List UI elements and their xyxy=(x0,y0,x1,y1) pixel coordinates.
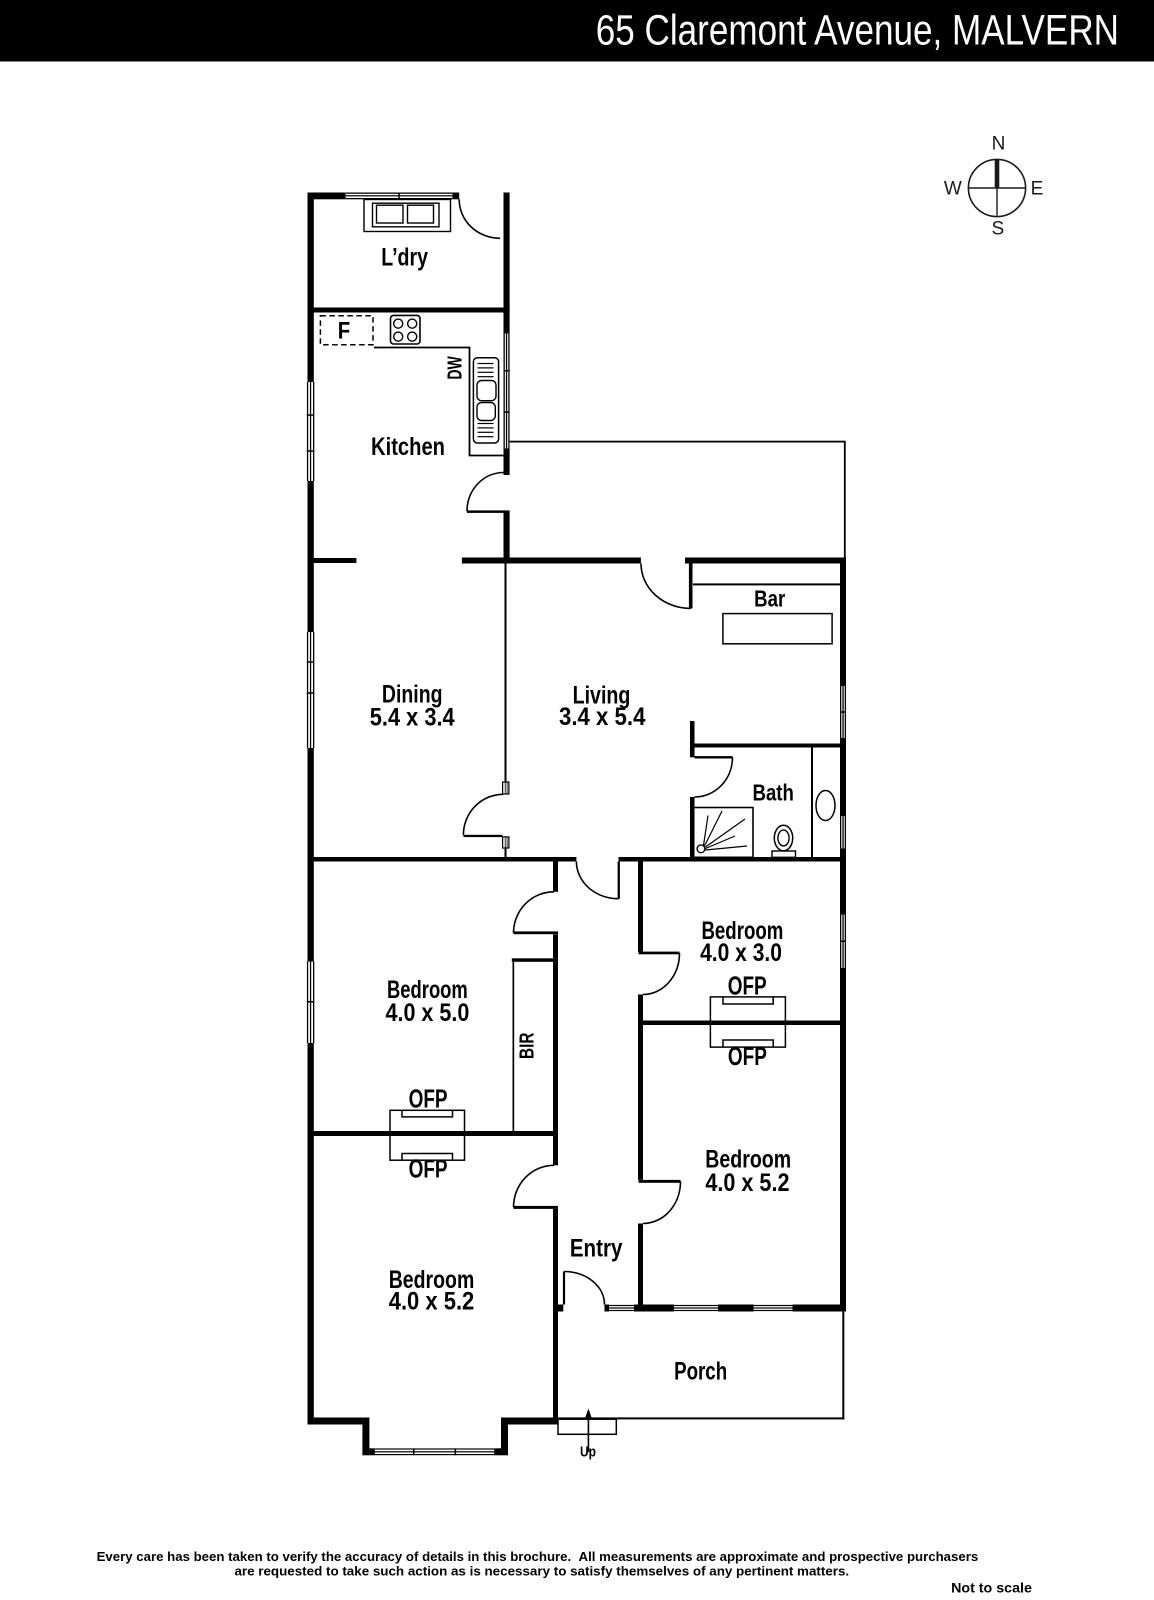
svg-text:4.0 x 5.0: 4.0 x 5.0 xyxy=(385,999,469,1027)
svg-text:4.0 x 5.2: 4.0 x 5.2 xyxy=(705,1168,789,1196)
svg-text:are requested to take such act: are requested to take such action as is … xyxy=(234,1564,849,1579)
svg-text:65 Claremont Avenue, MALVERN: 65 Claremont Avenue, MALVERN xyxy=(596,6,1119,54)
svg-text:N: N xyxy=(992,134,1006,155)
svg-text:4.0 x 3.0: 4.0 x 3.0 xyxy=(700,938,782,966)
svg-text:Bedroom: Bedroom xyxy=(387,975,468,1003)
svg-text:OFP: OFP xyxy=(728,971,767,1001)
svg-text:Bedroom: Bedroom xyxy=(705,1145,791,1173)
svg-text:Bedroom: Bedroom xyxy=(701,916,783,944)
svg-text:BIR: BIR xyxy=(516,1032,538,1059)
svg-text:Dining: Dining xyxy=(382,680,443,708)
svg-text:4.0 x 5.2: 4.0 x 5.2 xyxy=(389,1287,475,1315)
svg-text:Porch: Porch xyxy=(674,1357,727,1385)
svg-text:L’dry: L’dry xyxy=(381,243,428,271)
svg-text:OFP: OFP xyxy=(409,1084,448,1114)
svg-text:Every care has been taken to v: Every care has been taken to verify the … xyxy=(97,1549,979,1564)
svg-text:F: F xyxy=(338,317,350,344)
svg-text:E: E xyxy=(1031,179,1044,200)
svg-text:5.4 x 3.4: 5.4 x 3.4 xyxy=(370,703,455,731)
svg-text:Bath: Bath xyxy=(753,781,794,806)
svg-text:Bar: Bar xyxy=(754,587,785,612)
svg-text:W: W xyxy=(944,179,962,200)
svg-text:Not to scale: Not to scale xyxy=(951,1579,1032,1595)
svg-text:Up: Up xyxy=(580,1443,596,1460)
svg-text:DW: DW xyxy=(443,356,466,380)
svg-text:Bedroom: Bedroom xyxy=(389,1266,475,1294)
svg-text:3.4 x 5.4: 3.4 x 5.4 xyxy=(559,704,646,731)
svg-text:Entry: Entry xyxy=(570,1233,623,1261)
svg-text:S: S xyxy=(992,218,1005,239)
svg-text:Living: Living xyxy=(573,681,631,709)
svg-text:OFP: OFP xyxy=(409,1154,448,1184)
svg-text:OFP: OFP xyxy=(728,1041,767,1071)
svg-text:Kitchen: Kitchen xyxy=(371,432,445,461)
